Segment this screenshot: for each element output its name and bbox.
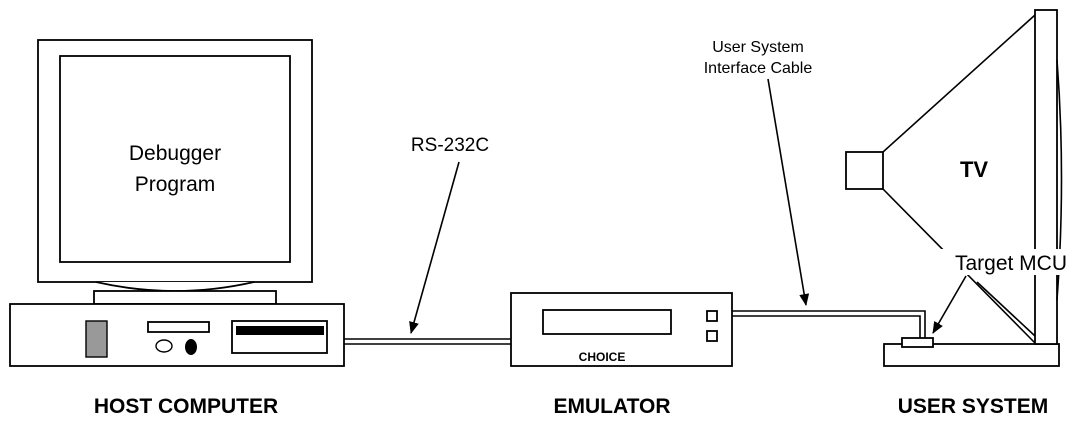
emulator-brand-label: CHOICE xyxy=(579,350,626,364)
interface-cable-arrow xyxy=(767,78,810,306)
cd-tray-slot-icon xyxy=(236,326,324,335)
target-mcu-chip xyxy=(901,337,934,348)
system-unit xyxy=(9,303,345,367)
power-button-icon xyxy=(155,339,173,353)
tv-stand-leg xyxy=(976,281,1036,337)
cd-drive xyxy=(231,320,328,354)
interface-cable-label-line1: User System xyxy=(712,39,804,56)
target-mcu-label-bg xyxy=(941,249,1081,275)
monitor-stand xyxy=(93,290,277,305)
screen-text-debugger: Debugger xyxy=(129,142,221,165)
screen-text-program: Program xyxy=(135,173,216,196)
tv: TV xyxy=(845,9,1063,345)
tv-tube-top-edge xyxy=(882,14,1036,153)
monitor: Debugger Program xyxy=(37,39,313,305)
power-led-icon xyxy=(185,339,197,355)
emulator-button-bottom xyxy=(706,330,718,342)
tv-neck xyxy=(845,151,884,190)
rs232c-cable: RS-232C xyxy=(344,135,511,345)
interface-cable-line-outer xyxy=(732,310,926,338)
host-computer: Debugger Program HOST COMPUTER xyxy=(9,39,345,418)
emulator-button-top xyxy=(706,310,718,322)
target-mcu-label: Target MCU xyxy=(955,252,1067,275)
host-computer-caption: HOST COMPUTER xyxy=(94,395,278,418)
user-system-base xyxy=(883,343,1060,367)
tv-label: TV xyxy=(960,157,988,182)
rs232c-label: RS-232C xyxy=(411,135,489,156)
monitor-neck xyxy=(95,281,255,292)
interface-cable-label-line2: Interface Cable xyxy=(704,60,813,77)
target-mcu-arrow xyxy=(932,275,967,334)
interface-cable: User System Interface Cable xyxy=(704,39,926,338)
drive-bay-icon xyxy=(85,320,108,358)
emulator-display xyxy=(542,309,672,335)
emulator: CHOICE EMULATOR xyxy=(510,292,733,418)
user-system: TV Target MCU USER SYSTEM xyxy=(845,9,1081,418)
tv-screen-frame xyxy=(1034,9,1058,345)
rs232c-arrow xyxy=(409,161,460,334)
emulator-caption: EMULATOR xyxy=(553,395,670,418)
user-system-caption: USER SYSTEM xyxy=(898,395,1049,418)
floppy-slot-icon xyxy=(147,321,210,333)
monitor-screen xyxy=(59,55,291,263)
interface-cable-line-inner xyxy=(732,315,921,338)
